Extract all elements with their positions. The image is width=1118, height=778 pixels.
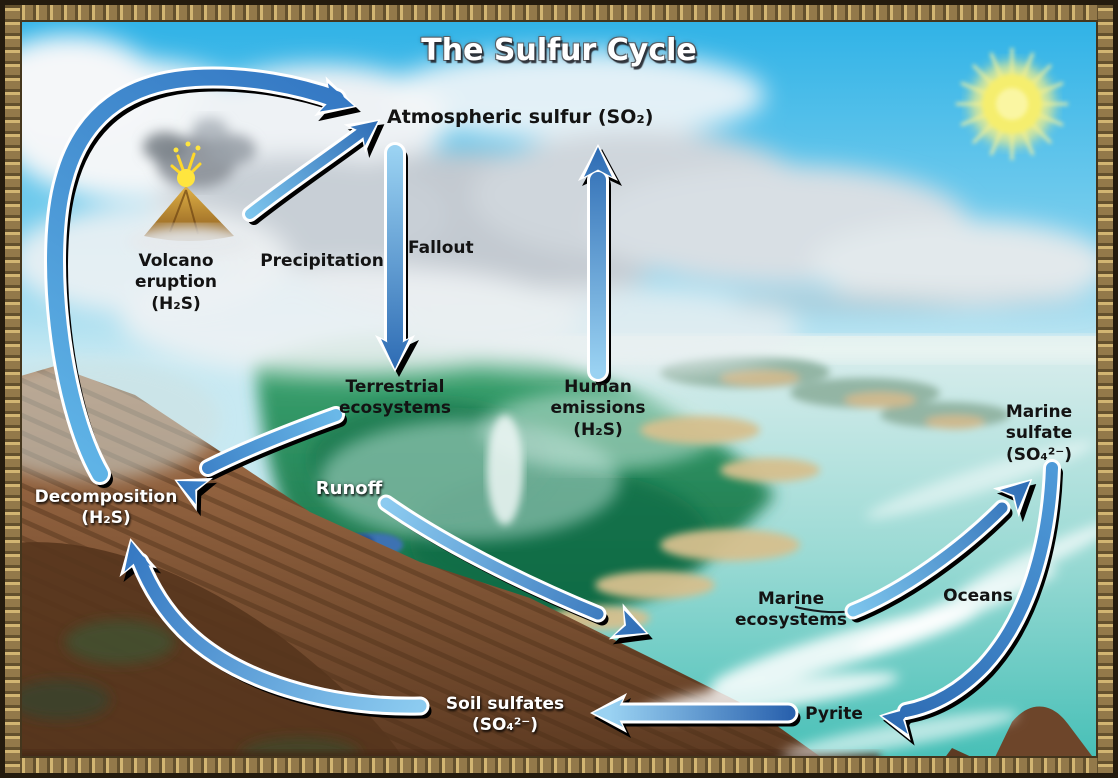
label-decomposition: Decomposition (H₂S) [34, 487, 178, 529]
label-terrestrial-ecosystems: Terrestrial ecosystems [338, 377, 452, 419]
label-oceans: Oceans [943, 586, 1013, 606]
label-atmospheric-sulfur: Atmospheric sulfur (SO₂) [387, 106, 654, 128]
volcano-icon [128, 118, 256, 258]
label-human-emissions: Human emissions (H₂S) [550, 377, 646, 440]
sun-icon [956, 48, 1068, 160]
arrow-volcano-to-atmosphere [242, 119, 385, 225]
arrow-soil-to-decomposition [119, 538, 432, 719]
label-fallout: Fallout [408, 238, 474, 258]
label-pyrite: Pyrite [805, 704, 863, 724]
arrow-marine-sulfate-to-pyrite [879, 459, 1063, 746]
arrows-layer [44, 66, 1063, 746]
arrow-marine-ecosystems-to-marine-sulfate [844, 478, 1037, 623]
arrow-runoff [377, 494, 653, 645]
label-precipitation: Precipitation [260, 251, 384, 271]
diagram-title: The Sulfur Cycle [421, 33, 697, 68]
arrow-decomposition-to-atmosphere [44, 66, 361, 488]
arrow-fallout [375, 142, 419, 377]
label-soil-sulfates: Soil sulfates (SO₄²⁻) [445, 694, 565, 736]
arrow-terrestrial-to-decomposition [174, 406, 347, 517]
label-marine-ecosystems: Marine ecosystems [734, 589, 848, 631]
label-volcano-eruption: Volcano eruption (H₂S) [135, 251, 217, 314]
arrow-pyrite-to-soil-sulfates [590, 693, 801, 738]
label-marine-sulfate: Marine sulfate (SO₄²⁻) [1005, 402, 1073, 465]
label-runoff: Runoff [315, 478, 383, 499]
arrow-human-emissions [578, 144, 622, 385]
